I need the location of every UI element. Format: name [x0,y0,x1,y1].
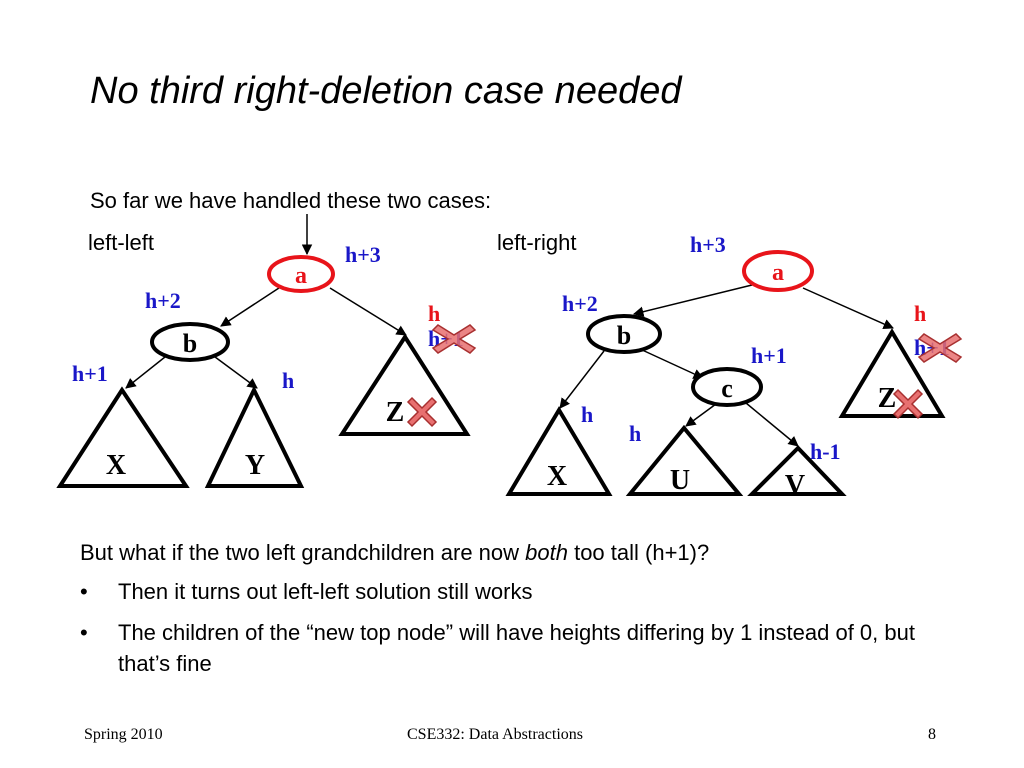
intro-text: So far we have handled these two cases: [90,188,492,213]
height-label-z-new: h [428,301,440,326]
height-label-b: h+2 [145,288,181,313]
subtree-x-label: X [106,450,126,481]
bottom-text-block: But what if the two left grandchildren a… [80,540,940,679]
node-a [267,255,335,293]
slide-title: No third right-deletion case needed [90,70,682,112]
node-b-right [586,314,662,354]
node-c [691,367,763,407]
height-label-y: h [282,368,294,393]
bullet-text-2: The children of the “new top node” will … [118,620,915,676]
edge-a-z [329,287,407,336]
height-label-z-right-new: h [914,301,926,326]
bullet-dot: • [80,620,88,645]
height-label-b-right: h+2 [562,291,598,316]
subtree-u-label: U [670,465,690,496]
emphasis-both: both [525,540,568,565]
subtree-y-label: Y [245,450,265,481]
subtree-x-right-label: X [547,461,567,492]
edge-c-v [745,402,799,447]
left-right-tree: a b c X U V Z h+3 h+2 h+1 h h h-1 h h+1 [505,232,963,501]
node-a-right-label: a [772,260,784,286]
height-label-a: h+3 [345,242,381,267]
subtree-y [204,385,305,488]
subtree-v-label: V [785,470,805,501]
strike-cross-icon [431,324,477,354]
node-b [150,322,230,362]
bullet-dot: • [80,579,88,604]
subtree-x [56,386,190,488]
height-label-u: h [629,421,641,446]
edge-b-c [639,348,704,379]
subtree-u [625,424,744,496]
node-b-label: b [183,329,197,358]
subtree-z-right-label: Z [878,383,897,414]
footer-course: CSE332: Data Abstractions [407,726,583,743]
bullet-item-2: • The children of the “new top node” wil… [80,617,940,679]
edge-a-z-right [802,287,894,329]
footer-date: Spring 2010 [84,726,163,743]
node-a-label: a [295,263,307,289]
height-label-x-right: h [581,402,593,427]
height-label-x: h+1 [72,361,108,386]
footer-page-number: 8 [928,726,936,743]
subtree-x-right [505,406,613,496]
edge-c-u [685,403,717,427]
edge-a-b-right [632,284,753,317]
deletion-cross-icon-right [892,388,924,420]
bullet-text-1: Then it turns out left-left solution sti… [118,579,533,604]
bullet-item-1: • Then it turns out left-left solution s… [80,576,940,607]
height-label-v: h-1 [810,439,841,464]
left-left-tree: a b X Y Z h+3 h+2 h+1 h h h+1 [56,214,477,488]
subtree-z [338,333,471,436]
node-c-label: c [721,374,733,403]
edge-a-b [220,285,283,327]
subtree-z-label: Z [386,397,405,428]
edge-b-y [210,353,258,389]
node-a-right [742,250,814,292]
node-b-right-label: b [617,321,631,350]
deletion-cross-icon [406,396,438,428]
strike-cross-icon-right [917,333,963,363]
edge-b-x [125,352,171,389]
case-label-left-left: left-left [88,230,155,255]
height-label-c: h+1 [751,343,787,368]
subtree-v [747,445,847,496]
edge-b-x-right [559,350,605,409]
case-label-left-right: left-right [497,230,577,255]
question-text: But what if the two left grandchildren a… [80,540,710,565]
height-label-a-right: h+3 [690,232,726,257]
